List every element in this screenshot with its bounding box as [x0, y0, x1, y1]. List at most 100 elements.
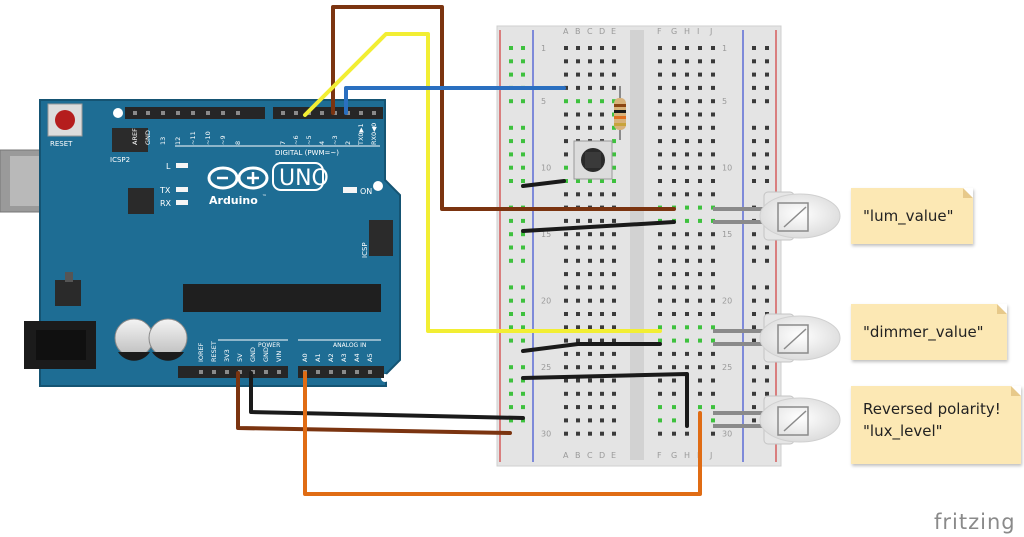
led-lum	[713, 191, 841, 241]
breadboard-hole	[685, 99, 689, 104]
breadboard-hole	[685, 298, 689, 303]
rail-hole	[752, 46, 756, 50]
breadboard-hole	[711, 258, 715, 263]
breadboard-hole	[711, 391, 715, 396]
rail-hole	[521, 325, 525, 330]
breadboard-hole	[612, 365, 616, 370]
breadboard-hole	[685, 165, 689, 170]
breadboard-hole	[564, 431, 568, 436]
row-number: 20	[541, 297, 551, 306]
rail-hole	[752, 258, 756, 263]
breadboard-hole	[588, 125, 592, 130]
reset-button-cap[interactable]	[55, 110, 75, 130]
rail-hole	[509, 418, 513, 423]
breadboard-hole	[698, 365, 702, 370]
breadboard-hole	[612, 338, 616, 343]
breadboard-hole	[564, 365, 568, 370]
breadboard-hole	[672, 46, 676, 50]
header-pin	[221, 111, 225, 115]
breadboard-hole	[576, 59, 580, 64]
breadboard-hole	[564, 72, 568, 77]
led-lux	[713, 395, 841, 445]
breadboard-hole	[698, 312, 702, 316]
breadboard-hole	[600, 99, 604, 104]
breadboard-hole	[685, 218, 689, 223]
rail-hole	[509, 59, 513, 64]
wire-black-led1-gnd	[521, 220, 676, 233]
breadboard-hole	[698, 125, 702, 130]
breadboard-hole	[600, 378, 604, 383]
breadboard-hole	[576, 298, 580, 303]
header-pin	[146, 111, 150, 115]
reset-label: RESET	[50, 140, 73, 148]
breadboard-hole	[672, 112, 676, 117]
breadboard-hole	[564, 245, 568, 250]
rail-hole	[509, 232, 513, 237]
breadboard-hole	[685, 312, 689, 316]
breadboard-hole	[564, 139, 568, 144]
analog-header	[298, 366, 384, 378]
breadboard-hole	[600, 351, 604, 356]
header-pin	[236, 111, 240, 115]
header-pin	[238, 370, 242, 374]
header-pin	[281, 111, 285, 115]
breadboard-hole	[564, 125, 568, 130]
breadboard-hole	[698, 232, 702, 237]
breadboard-hole	[658, 258, 662, 263]
breadboard-hole	[576, 72, 580, 77]
header-pin	[316, 370, 320, 374]
breadboard-hole	[576, 272, 580, 277]
header-pin	[372, 111, 376, 115]
breadboard-hole	[600, 245, 604, 250]
breadboard-hole	[685, 245, 689, 250]
analog-header-label: ANALOG IN	[333, 342, 366, 349]
breadboard-hole	[672, 298, 676, 303]
rail-hole	[752, 298, 756, 303]
digital-pin-label: 13	[159, 137, 167, 145]
rail-hole	[765, 46, 769, 50]
breadboard-hole	[711, 285, 715, 290]
breadboard-hole	[658, 112, 662, 117]
capacitor-2	[148, 318, 188, 358]
digital-pin-label: ~10	[204, 131, 212, 145]
note-lux-level: Reversed polarity! "lux_level"	[851, 386, 1021, 464]
breadboard-hole	[612, 46, 616, 50]
column-letter: G	[671, 451, 677, 460]
breadboard-hole	[711, 431, 715, 436]
breadboard-hole	[612, 85, 616, 90]
column-letter: B	[575, 27, 581, 36]
breadboard-hole	[685, 112, 689, 117]
breadboard-hole	[711, 298, 715, 303]
breadboard-hole	[588, 391, 592, 396]
rail-hole	[765, 179, 769, 183]
leds	[713, 191, 841, 445]
breadboard-hole	[576, 325, 580, 330]
breadboard-hole	[564, 405, 568, 410]
breadboard-hole	[576, 418, 580, 423]
rail-hole	[521, 378, 525, 383]
note-dimmer-text: "dimmer_value"	[863, 323, 984, 341]
rail-hole	[752, 139, 756, 144]
breadboard-hole	[600, 72, 604, 77]
breadboard-hole	[600, 325, 604, 330]
rail-hole	[509, 258, 513, 263]
breadboard-hole	[576, 405, 580, 410]
header-pin	[161, 111, 165, 115]
breadboard-hole	[612, 351, 616, 356]
column-letter: C	[587, 27, 593, 36]
rail-hole	[752, 285, 756, 290]
breadboard-hole	[698, 165, 702, 170]
rail-hole	[509, 391, 513, 396]
breadboard-hole	[672, 272, 676, 277]
breadboard-hole	[672, 431, 676, 436]
breadboard-hole	[588, 245, 592, 250]
breadboard-hole	[658, 232, 662, 237]
capacitor-1-mark	[118, 352, 150, 361]
breadboard-hole	[658, 405, 662, 410]
note-lum-value: "lum_value"	[851, 188, 973, 244]
breadboard-hole	[600, 365, 604, 370]
breadboard-hole	[672, 325, 676, 330]
breadboard-hole	[685, 59, 689, 64]
breadboard-hole	[698, 205, 702, 210]
